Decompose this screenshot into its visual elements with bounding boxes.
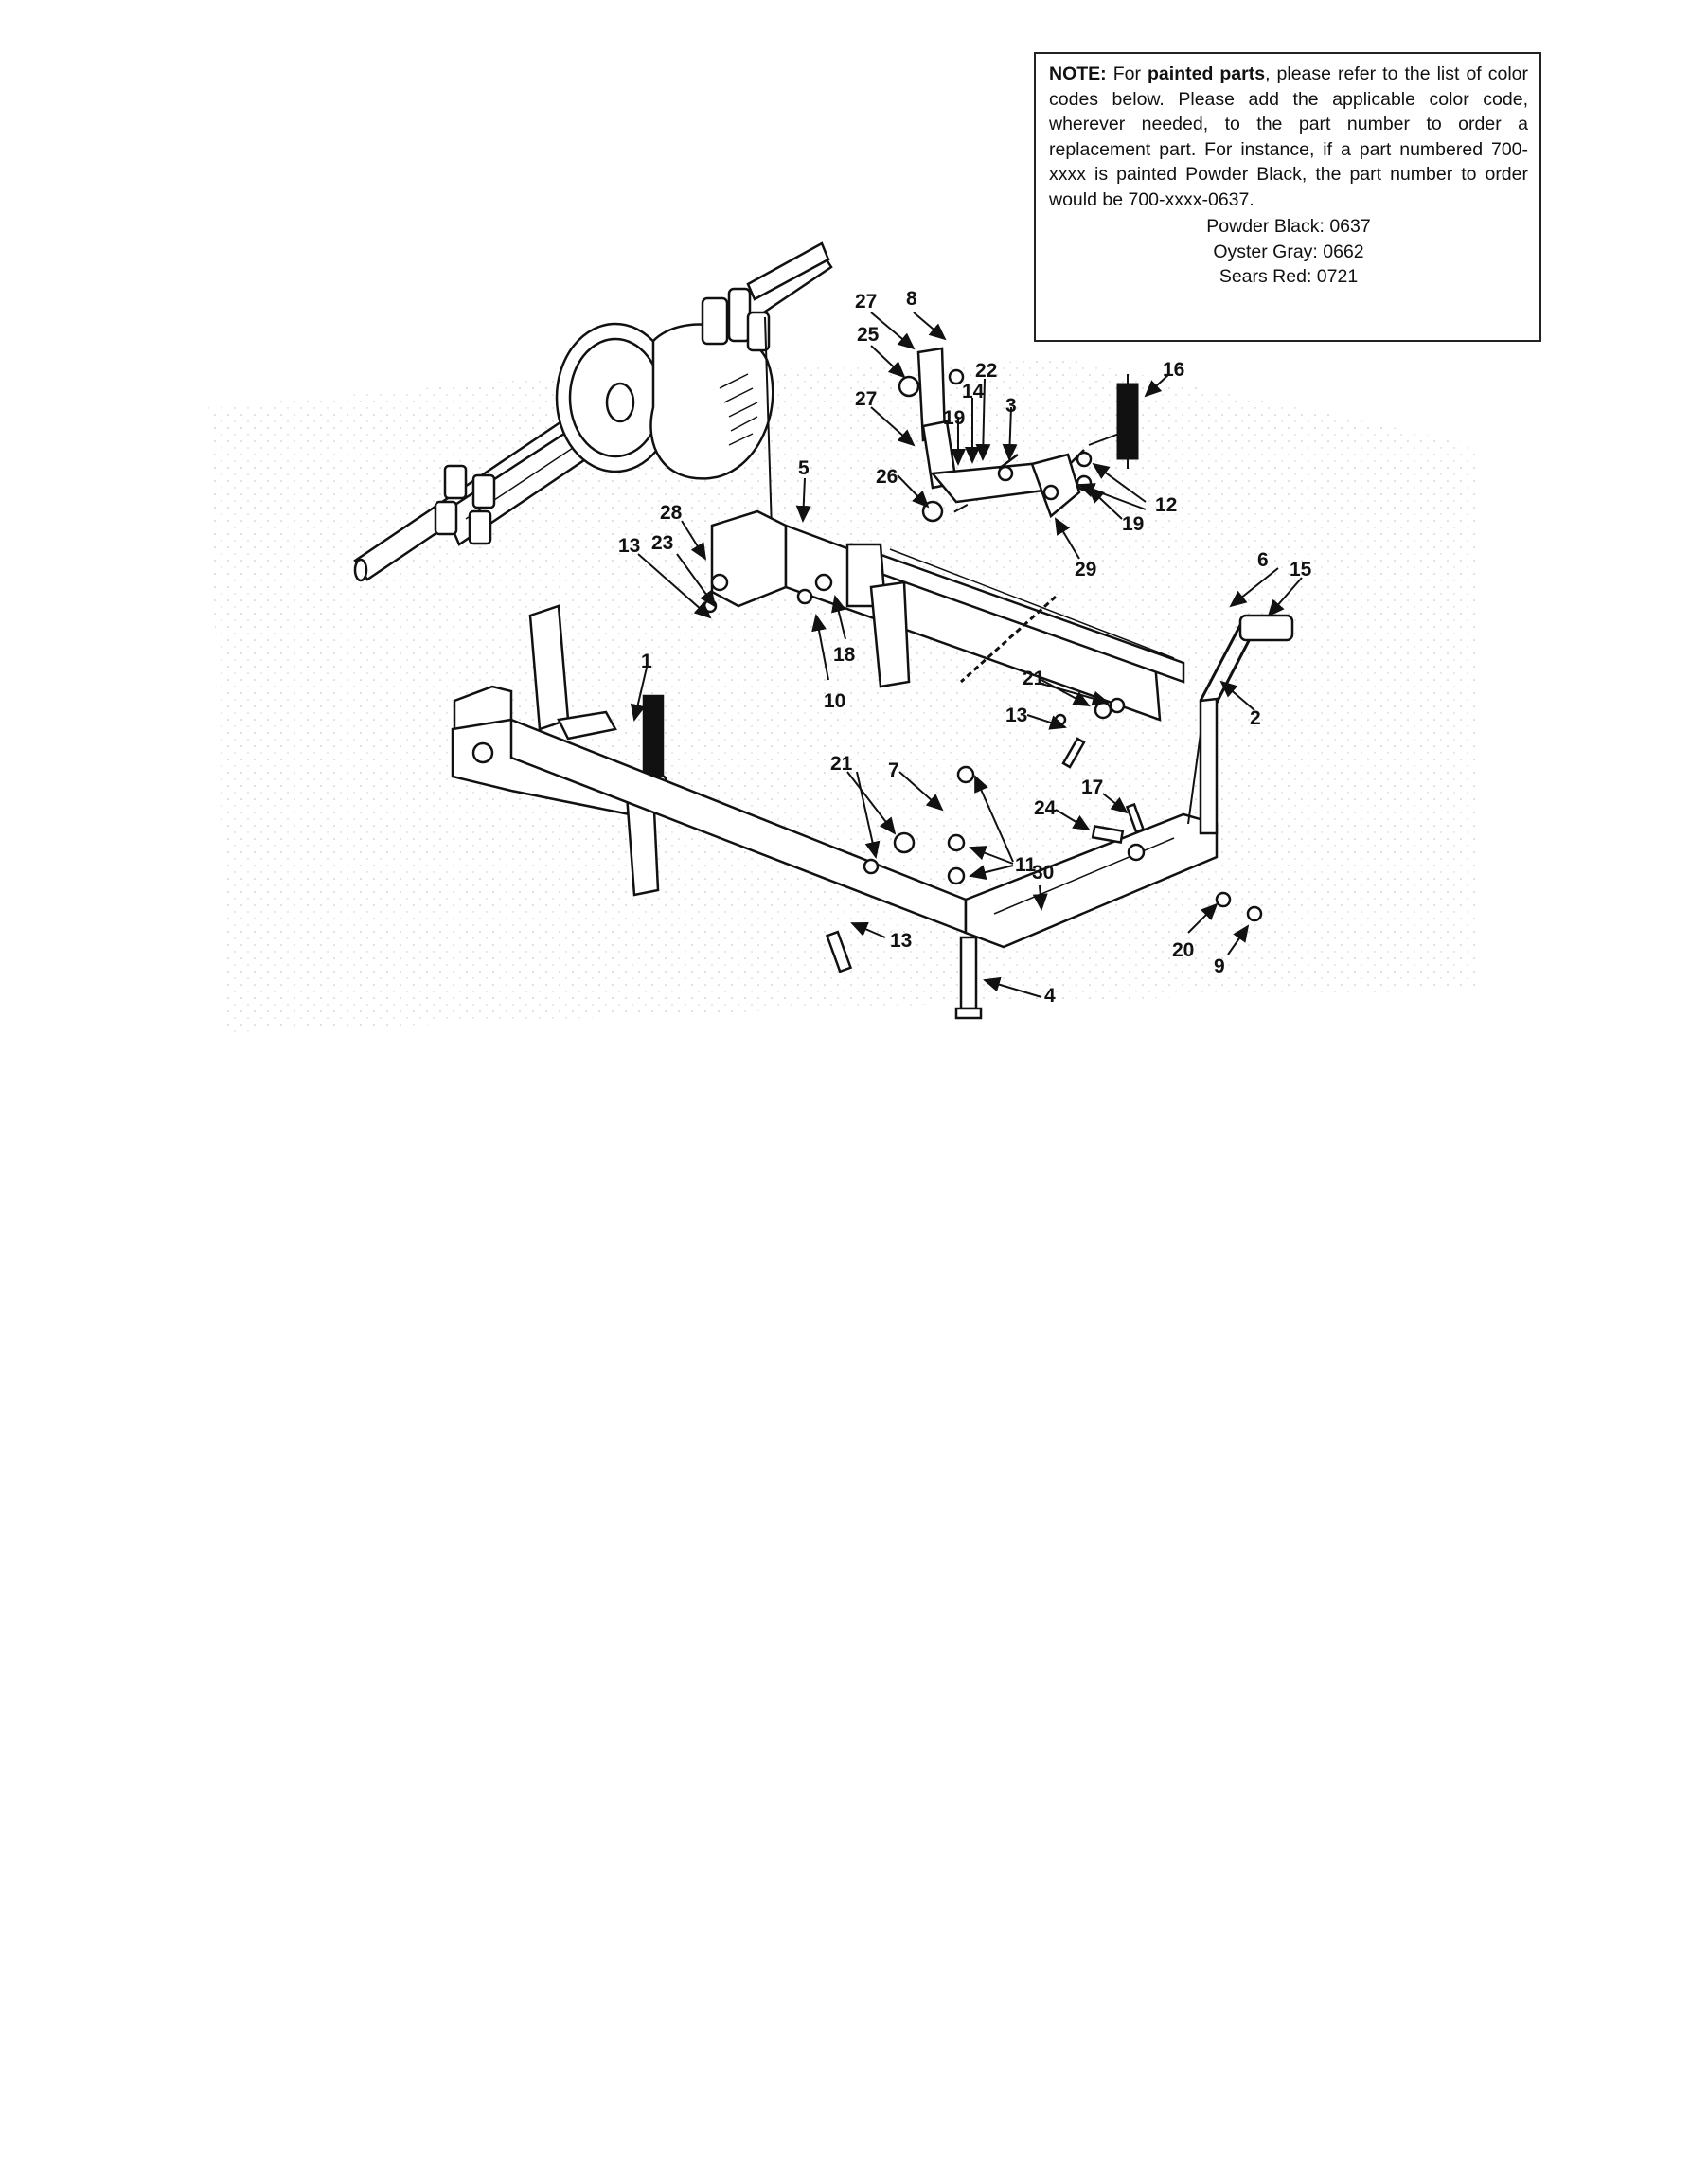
callout-21-upper: 21 [1023,668,1045,689]
callout-14: 14 [962,381,985,402]
callout-21-lower: 21 [830,753,853,775]
callout-7: 7 [888,759,899,781]
color-code-oyster-gray: Oyster Gray: 0662 [1213,241,1364,262]
callout-20: 20 [1172,939,1194,961]
callout-28: 28 [660,502,683,524]
upper-lever-assembly [898,347,1128,523]
callout-26: 26 [876,466,898,488]
note-box: NOTE: For painted parts, please refer to… [1034,52,1541,342]
callout-3: 3 [1005,395,1017,417]
callout-4: 4 [1044,985,1056,1007]
callout-6: 6 [1257,549,1269,571]
callout-30: 30 [1032,862,1054,884]
callout-1: 1 [641,651,652,672]
callout-8: 8 [906,288,917,310]
callout-24: 24 [1034,797,1057,819]
callout-5: 5 [798,457,810,479]
callout-25: 25 [857,324,880,346]
callout-19-lower: 19 [1122,513,1144,535]
spring-16 [1116,374,1139,469]
callout-13-middle: 13 [1005,705,1027,726]
callout-29: 29 [1075,559,1096,580]
callout-10: 10 [824,690,845,712]
color-code-sears-red: Sears Red: 0721 [1219,266,1359,287]
callout-12: 12 [1155,494,1177,516]
callout-11: 11 [1015,854,1037,876]
callout-13-lower: 13 [890,930,912,952]
callout-18: 18 [833,644,856,666]
callout-27-lower: 27 [855,388,877,410]
callout-16: 16 [1163,359,1184,381]
note-body: , please refer to the list of color code… [1049,63,1529,210]
callout-labels: 27 8 25 22 14 16 27 19 3 5 26 12 19 28 2… [618,288,1312,1007]
note-label: NOTE: [1049,63,1107,84]
leader-lines [630,312,1303,998]
callout-9: 9 [1214,955,1225,977]
color-code-list: Powder Black: 0637 Oyster Gray: 0662 Sea… [1049,214,1528,290]
callout-22: 22 [975,360,997,382]
callout-19-upper: 19 [943,407,965,429]
callout-17: 17 [1081,777,1103,798]
callout-15: 15 [1290,559,1312,580]
callout-27-upper: 27 [855,291,877,312]
rear-channel [710,509,1185,722]
transaxle [353,241,833,582]
callout-2: 2 [1250,707,1261,729]
callout-23: 23 [651,532,673,554]
color-code-powder-black: Powder Black: 0637 [1206,216,1371,237]
dashed-linkage [946,468,1058,684]
note-pre: For [1112,63,1141,84]
note-text: NOTE: For painted parts, please refer to… [1049,62,1528,212]
note-emphasis: painted parts [1148,63,1266,84]
callout-13-upper: 13 [618,535,640,557]
front-beam [509,573,1294,1020]
